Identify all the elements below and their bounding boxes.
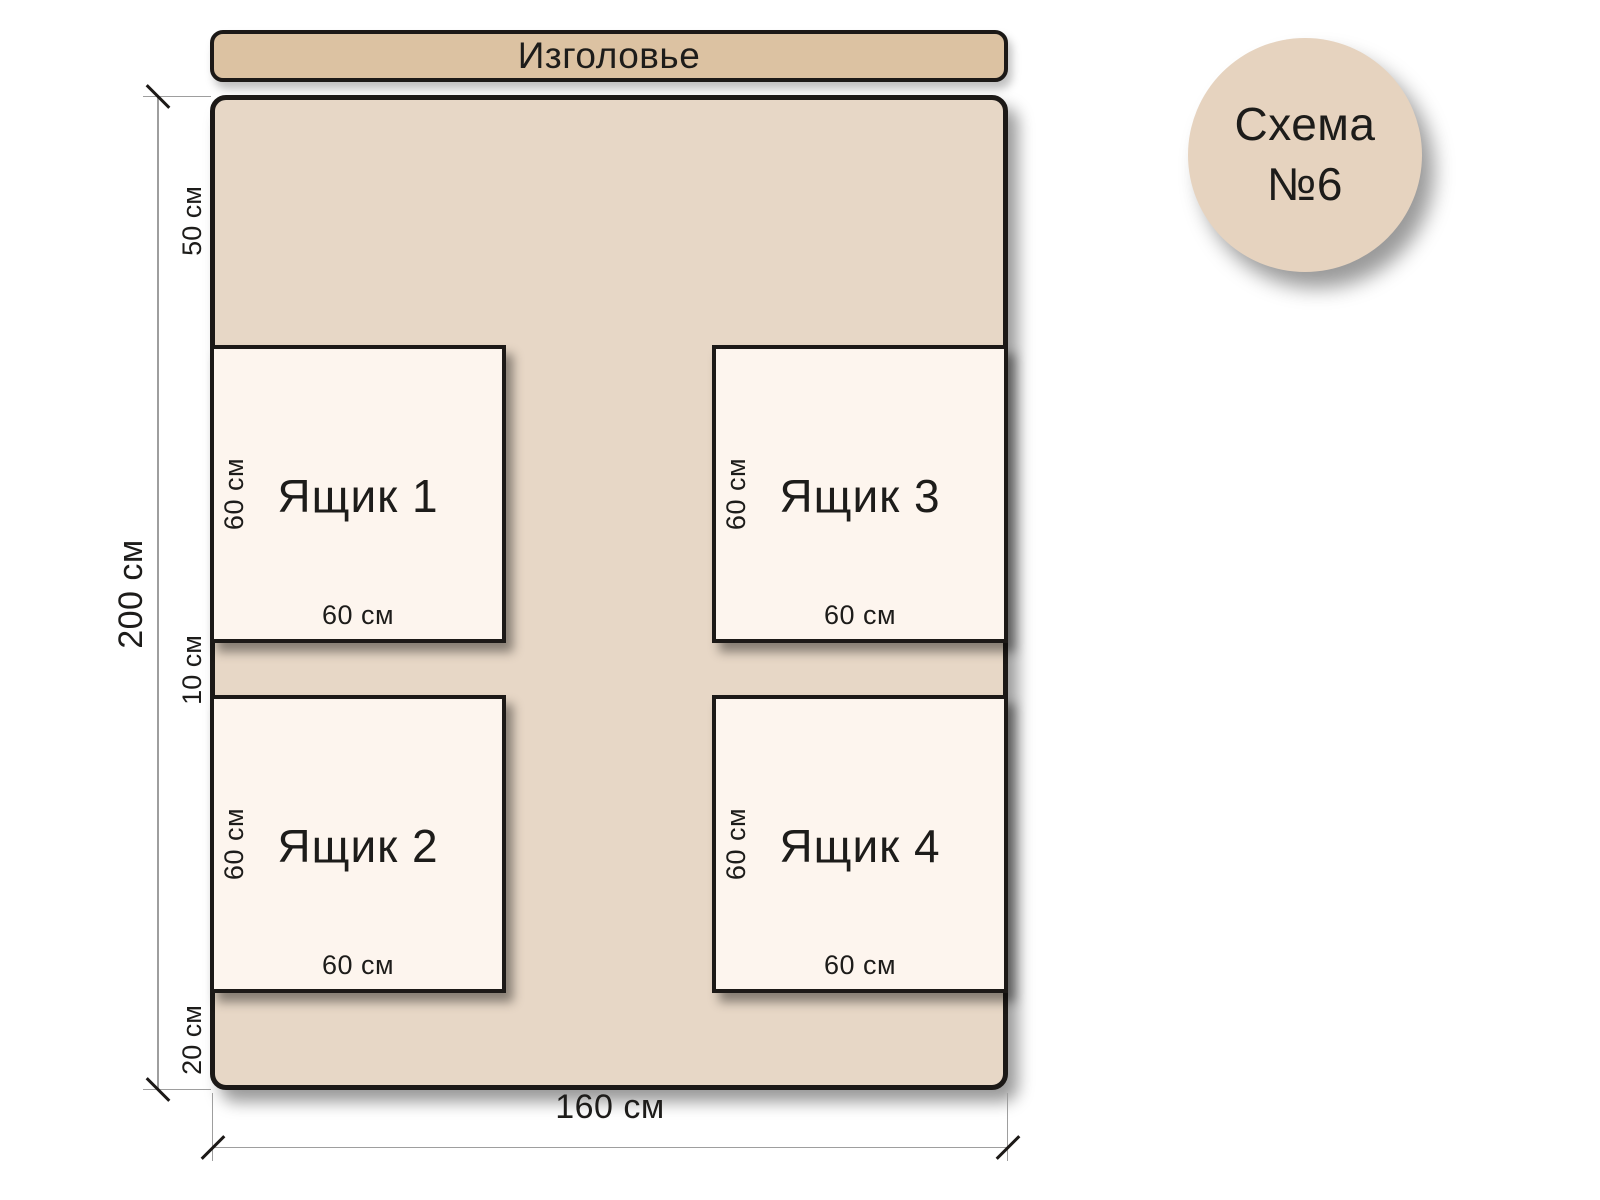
height-extension-line-bottom (143, 1089, 211, 1090)
drawer-1-height-label: 60 см (218, 457, 249, 531)
drawer-2: 60 см Ящик 2 60 см (210, 695, 506, 993)
drawer-2-width-label: 60 см (321, 950, 395, 980)
width-dimension-line (213, 1147, 1009, 1148)
drawer-1-label: Ящик 1 (277, 470, 439, 522)
top-zone-label: 50 см (176, 186, 207, 256)
drawer-4-label: Ящик 4 (779, 820, 941, 872)
scheme-badge: Схема №6 (1188, 38, 1422, 272)
width-extension-line-left (212, 1093, 213, 1161)
drawer-4-width-label: 60 см (823, 950, 897, 980)
drawer-2-label: Ящик 2 (277, 820, 439, 872)
drawer-1: 60 см Ящик 1 60 см (210, 345, 506, 643)
drawer-4-height-label: 60 см (720, 807, 751, 881)
drawer-3-height-label: 60 см (720, 457, 751, 531)
height-dimension-line (157, 97, 159, 1090)
drawer-4: 60 см Ящик 4 60 см (712, 695, 1008, 993)
row-gap-label: 10 см (176, 635, 207, 705)
total-width-label: 160 см (555, 1087, 665, 1126)
drawer-3: 60 см Ящик 3 60 см (712, 345, 1008, 643)
drawer-2-height-label: 60 см (218, 807, 249, 881)
drawer-3-width-label: 60 см (823, 600, 897, 630)
drawer-3-label: Ящик 3 (779, 470, 941, 522)
bottom-zone-label: 20 см (176, 1005, 207, 1075)
headboard: Изголовье (210, 30, 1008, 82)
width-extension-line-right (1007, 1093, 1008, 1161)
scheme-badge-title: Схема (1234, 98, 1376, 151)
headboard-label: Изголовье (517, 35, 701, 76)
height-extension-line-top (143, 96, 211, 97)
drawer-1-width-label: 60 см (321, 600, 395, 630)
scheme-badge-number: №6 (1267, 158, 1343, 210)
total-height-label: 200 см (111, 539, 150, 649)
